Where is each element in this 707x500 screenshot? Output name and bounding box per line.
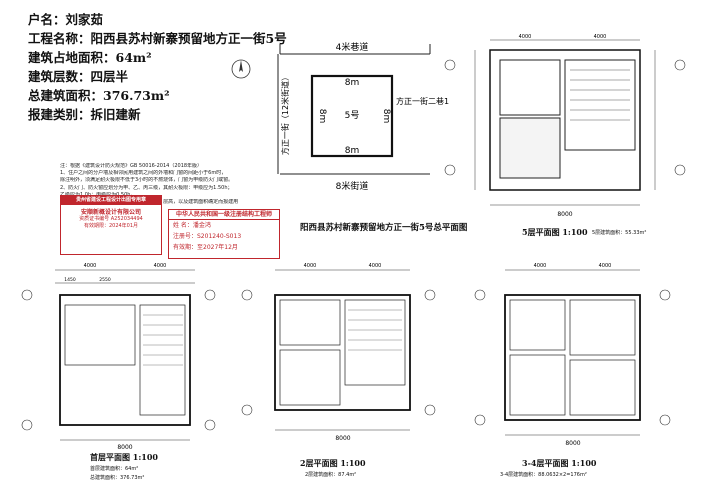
note-line: 乙级应为1.0h；丙级应为0.50h。 — [60, 191, 136, 198]
dim-label: 8000 — [335, 435, 350, 442]
engineer-seal-title: 中华人民共和国一级注册结构工程师 — [169, 210, 279, 220]
note-line: 除注明外，须满足耐火极限不低于3小时的不燃烧体，门窗为甲级防火门或窗。 — [60, 177, 234, 184]
dim-label: 4000 — [594, 34, 607, 40]
dim-label: 4000 — [519, 34, 532, 40]
dim-label: 4000 — [599, 263, 612, 269]
floor1-plan: 4000 4000 1450 2550 8000 — [21, 263, 216, 451]
dim-label: 1450 — [64, 277, 76, 283]
floor5-title: 5层平面图 1:100 — [522, 227, 588, 237]
permit-category: 报建类别：拆旧建新 — [28, 107, 141, 122]
floor2-area: 2层建筑面积：87.4m² — [305, 472, 357, 478]
floor1-total: 总建筑面积：376.73m² — [90, 475, 145, 481]
bottom-dim: 8m — [345, 146, 360, 156]
floor2-title: 2层平面图 1:100 — [300, 458, 366, 468]
floor34-title: 3-4层平面图 1:100 — [522, 458, 597, 468]
right-dim: 8m — [381, 109, 391, 124]
engineer-seal-stamp: 中华人民共和国一级注册结构工程师 姓 名：潘金鸿 注册号：S201240-S01… — [168, 209, 280, 259]
dim-label: 4000 — [369, 263, 382, 269]
project-name: 工程名称：阳西县苏村新寨预留地方正一街5号 — [28, 31, 287, 46]
floor2-plan: 4000 4000 8000 — [241, 263, 436, 442]
engineer-name: 姓 名：潘金鸿 — [173, 222, 211, 229]
project-info: 户名：刘家茹 工程名称：阳西县苏村新寨预留地方正一街5号 建筑占地面积：64m²… — [28, 10, 287, 124]
engineer-valid: 有效期：至2027年12月 — [173, 244, 238, 251]
footprint-area: 建筑占地面积：64m² — [28, 50, 152, 65]
floor34-plan: 4000 4000 8000 — [474, 263, 671, 447]
dim-label: 8000 — [557, 211, 572, 218]
site-plan: 4米巷道 8米街道 8m 8m 5号 8m 8m 方正一街（12米街道） 方正一… — [277, 41, 450, 192]
floor1-area: 首层建筑面积：64m² — [90, 466, 139, 472]
seal-title: 贵州省建设工程设计出图专用章 — [61, 196, 161, 205]
house-number: 5号 — [345, 110, 360, 121]
owner-name: 户名：刘家茹 — [28, 12, 104, 27]
dim-label: 8000 — [565, 440, 580, 447]
left-dim: 8m — [317, 109, 327, 124]
east-road-label: 方正一街二巷11号 — [396, 96, 450, 106]
note-line: 1、住户之间的分户墙及相邻民用建筑之间的外墙和门窗的间距小于6m时， — [60, 170, 227, 177]
total-area: 总建筑面积：376.73m² — [28, 88, 170, 103]
engineer-reg: 注册号：S201240-S013 — [173, 233, 242, 240]
seal-company: 安顺新概设计有限公司 — [80, 209, 141, 216]
dim-label: 8000 — [117, 444, 132, 451]
design-seal-stamp: 贵州省建设工程设计出图专用章 安顺新概设计有限公司 资质证书编号 A252034… — [60, 195, 162, 255]
dim-label: 4000 — [534, 263, 547, 269]
floor5-area: 5层建筑面积：55.33m² — [592, 230, 647, 236]
note-line: 2、防火门、防火窗应划分为甲、乙、丙三级，其耐火极限：甲级应为1.50h； — [60, 184, 233, 191]
north-road-label: 4米巷道 — [336, 41, 369, 53]
seal-valid: 有效期限：2024年01月 — [83, 223, 139, 229]
south-road-label: 8米街道 — [336, 180, 369, 192]
seal-cert: 资质证书编号 A252034494 — [79, 216, 143, 222]
floor5-plan: 8000 4000 4000 — [444, 34, 686, 218]
floor34-area: 3-4层建筑面积：88.0632×2=176m² — [500, 472, 587, 478]
north-arrow-icon — [231, 59, 251, 79]
floor1-title: 首层平面图 1:100 — [90, 452, 159, 462]
west-road-label: 方正一街（12米街道） — [280, 73, 290, 155]
dim-label: 2550 — [99, 277, 111, 283]
site-plan-caption: 阳西县苏村新寨预留地方正一街5号总平面图 — [300, 223, 468, 233]
floor-count: 建筑层数：四层半 — [28, 69, 129, 84]
dim-label: 4000 — [304, 263, 317, 269]
top-dim: 8m — [345, 78, 360, 88]
dim-label: 4000 — [84, 263, 97, 269]
note-line: 注：根据《建筑设计防火规范》GB 50016-2014（2018年版） — [60, 163, 203, 169]
dim-label: 4000 — [154, 263, 167, 269]
